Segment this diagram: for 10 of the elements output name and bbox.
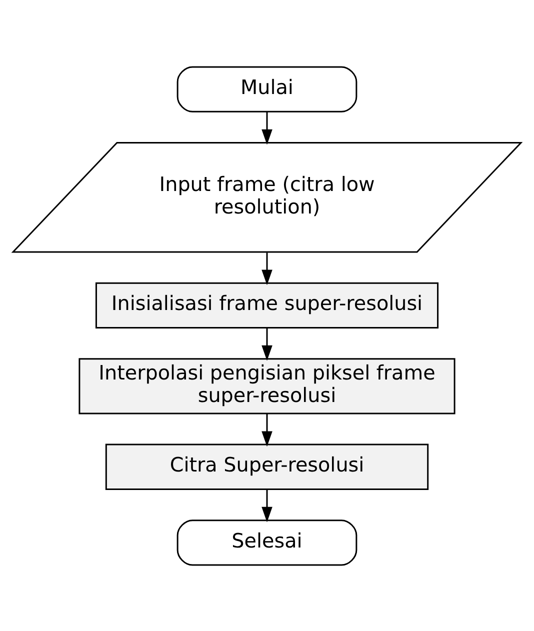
node-box: Mulai — [176, 66, 358, 112]
node-box: Inisialisasi frame super-resolusi — [95, 282, 439, 328]
node-box: Citra Super-resolusi — [105, 443, 429, 490]
arrow — [262, 488, 272, 522]
arrow — [262, 252, 272, 285]
node-box: Interpolasi pengisian piksel frame super-resolusi — [78, 358, 456, 414]
node-box: Selesai — [176, 519, 358, 566]
arrow — [262, 111, 272, 144]
arrow — [262, 328, 272, 360]
arrow — [262, 413, 272, 446]
